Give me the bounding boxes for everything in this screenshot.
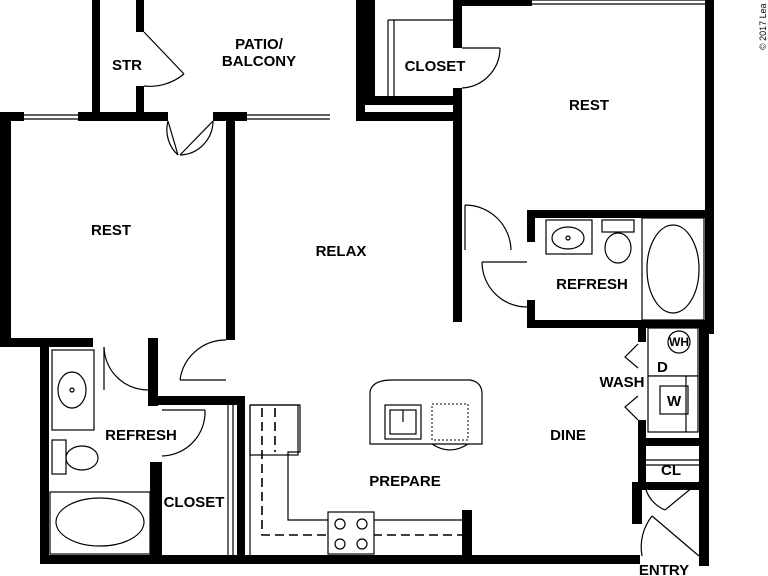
label-prepare: PREPARE: [369, 473, 440, 490]
label-water-heater: WH: [669, 335, 689, 349]
label-dryer: D: [657, 359, 668, 376]
label-storage: STR: [112, 57, 142, 74]
label-dine: DINE: [550, 427, 586, 444]
label-patio-line2: BALCONY: [222, 53, 296, 70]
label-patio-line1: PATIO/: [235, 36, 284, 53]
room-labels: STR PATIO/ BALCONY CLOSET REST REST RELA…: [91, 3, 768, 576]
fixtures: [49, 217, 705, 555]
doors: [103, 31, 700, 557]
label-refresh-left: REFRESH: [105, 427, 177, 444]
copyright-text: © 2017 Lea: [758, 3, 768, 50]
label-closet-bottom: CLOSET: [164, 494, 225, 511]
label-closet-top: CLOSET: [405, 58, 466, 75]
kitchen: [249, 379, 483, 555]
walls: [0, 0, 714, 566]
label-entry: ENTRY: [639, 562, 689, 576]
label-rest-left: REST: [91, 222, 131, 239]
label-rest-right: REST: [569, 97, 609, 114]
label-wash: WASH: [600, 374, 645, 391]
label-washer: W: [667, 393, 682, 410]
label-relax: RELAX: [316, 243, 367, 260]
windows: [0, 0, 705, 300]
label-cl: CL: [661, 462, 681, 479]
label-refresh-right: REFRESH: [556, 276, 628, 293]
